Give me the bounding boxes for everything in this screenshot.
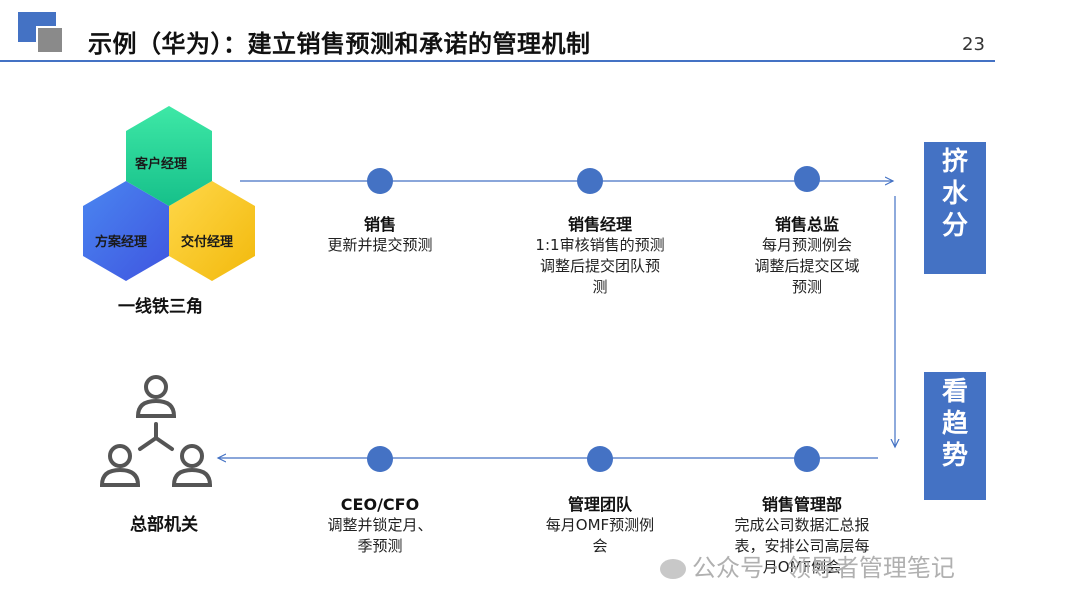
hex-label-solution-manager: 方案经理 [95, 235, 148, 250]
side-label-squeeze-water: 挤 水 分 [924, 142, 986, 274]
iron-triangle-label: 一线铁三角 [118, 297, 203, 317]
flow-node-sales-management-dept [794, 446, 820, 472]
step-role: 销售经理 [567, 215, 632, 234]
step-text-line: 会 [592, 537, 608, 555]
page-title: 示例（华为）：建立销售预测和承诺的管理机制 [88, 30, 591, 58]
step-role: 管理团队 [567, 495, 632, 514]
step-text-line: 每月预测例会 [761, 236, 852, 254]
step-role: 销售 [363, 215, 396, 234]
step-text-line: 调整并锁定月、 [327, 516, 433, 534]
step-sales: 销售 更新并提交预测 [300, 214, 460, 256]
watermark: 公众号 · 领导者管理笔记 [660, 548, 955, 583]
iron-triangle-hexagons [83, 106, 255, 281]
step-role: CEO/CFO [340, 495, 420, 514]
flow-node-ceo-cfo [367, 446, 393, 472]
step-text-line: 调整后提交区域 [754, 257, 860, 275]
step-text-line: 月OMF例会 [762, 558, 842, 576]
flow-node-management-team [587, 446, 613, 472]
headquarters-label: 总部机关 [130, 515, 198, 535]
step-sales-management-dept: 销售管理部 完成公司数据汇总报 表，安排公司高层每 月OMF例会 [712, 494, 892, 578]
hexagon-left [83, 181, 169, 281]
hexagon-top [126, 106, 212, 206]
step-management-team: 管理团队 每月OMF预测例 会 [525, 494, 675, 557]
side-char: 分 [941, 211, 968, 241]
flow-node-sales-manager [577, 168, 603, 194]
hexagon-right [169, 181, 255, 281]
step-text-line: 测 [592, 278, 608, 296]
page-number: 23 [962, 34, 985, 55]
watermark-text: 公众号 · 领导者管理笔记 [692, 554, 955, 582]
flow-node-sales [367, 168, 393, 194]
side-char: 趋 [941, 409, 968, 439]
step-role: 销售总监 [774, 215, 839, 234]
flow-node-sales-director [794, 166, 820, 192]
hex-label-delivery-manager: 交付经理 [181, 235, 234, 250]
side-char: 势 [941, 441, 968, 471]
step-role: 销售管理部 [761, 495, 842, 514]
step-ceo-cfo: CEO/CFO 调整并锁定月、 季预测 [305, 494, 455, 557]
side-char: 看 [941, 377, 968, 407]
step-sales-manager: 销售经理 1:1审核销售的预测 调整后提交团队预 测 [510, 214, 690, 298]
step-text-line: 完成公司数据汇总报 [734, 516, 870, 534]
step-text-line: 更新并提交预测 [327, 236, 433, 254]
step-text-line: 预测 [791, 278, 822, 296]
wechat-icon [660, 559, 686, 579]
title-divider [0, 60, 995, 62]
step-text-line: 每月OMF预测例 [545, 516, 655, 534]
step-text-line: 季预测 [357, 537, 403, 555]
side-char: 挤 [941, 147, 968, 177]
step-text-line: 表，安排公司高层每 [734, 537, 870, 555]
step-text-line: 1:1审核销售的预测 [535, 236, 665, 254]
step-sales-director: 销售总监 每月预测例会 调整后提交区域 预测 [727, 214, 887, 298]
hex-label-account-manager: 客户经理 [135, 157, 188, 172]
step-text-line: 调整后提交团队预 [539, 257, 660, 275]
logo-square-gray [36, 26, 64, 54]
side-char: 水 [941, 179, 968, 209]
people-hierarchy-icon [100, 375, 212, 487]
side-label-see-trend: 看 趋 势 [924, 372, 986, 500]
